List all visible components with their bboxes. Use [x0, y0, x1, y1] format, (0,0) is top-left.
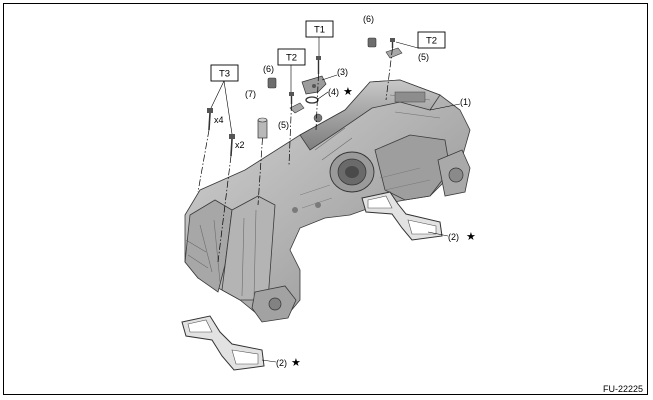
callout-5-right: (5) [418, 52, 429, 62]
gasket-part-2-right [361, 191, 443, 241]
callout-3: (3) [337, 67, 348, 77]
right-flange [437, 149, 471, 197]
chain-line-t1 [315, 73, 319, 131]
callout-4: (4) [328, 87, 339, 97]
torque-box-t1: T1 [305, 20, 334, 38]
bolt-t2-left [289, 92, 294, 104]
figure-id: FU-22225 [602, 384, 643, 394]
sleeve-part-7 [257, 117, 268, 139]
callout-6-left: (6) [263, 64, 274, 74]
washer-part-5-left [289, 102, 305, 114]
cap-part-6-right [367, 37, 377, 48]
gasket-part-2-left [181, 315, 265, 371]
throttle-body [329, 151, 375, 193]
svg-text:T2: T2 [426, 36, 437, 47]
washer-part-5-right [385, 47, 403, 59]
bracket-part-3 [301, 75, 327, 95]
star-icon: ★ [343, 85, 353, 98]
front-flange [251, 285, 297, 323]
intake-manifold [184, 79, 471, 323]
bolt-t1 [316, 56, 321, 74]
bolt-t3-x2 [229, 134, 235, 157]
callout-2-left: (2) [276, 358, 287, 368]
seal-part-4 [305, 96, 319, 104]
chain-line-x4 [197, 129, 210, 193]
cap-part-6-left [267, 77, 277, 89]
quantity-x2: x2 [235, 140, 245, 150]
star-icon: ★ [291, 356, 301, 369]
chain-line-t2-right [385, 47, 393, 101]
chain-line-sleeve [257, 137, 263, 206]
svg-text:T3: T3 [219, 69, 230, 80]
callout-7: (7) [245, 89, 256, 99]
star-icon: ★ [466, 230, 476, 243]
svg-text:T2: T2 [286, 53, 297, 64]
callout-2-right: (2) [448, 232, 459, 242]
leader-lines [210, 37, 461, 363]
chain-line-t2-left [288, 103, 292, 166]
torque-box-t3: T3 [210, 64, 239, 82]
torque-box-t2-right: T2 [417, 31, 446, 49]
callout-1: (1) [460, 97, 471, 107]
quantity-x4: x4 [214, 115, 224, 125]
bolt-t2-right [390, 38, 395, 48]
svg-text:T1: T1 [314, 25, 325, 36]
bolt-t3-x4 [207, 108, 213, 131]
chain-line-x2 [217, 155, 232, 263]
callout-6-right: (6) [363, 14, 374, 24]
callout-5-left: (5) [278, 120, 289, 130]
torque-box-t2-left: T2 [277, 48, 306, 66]
